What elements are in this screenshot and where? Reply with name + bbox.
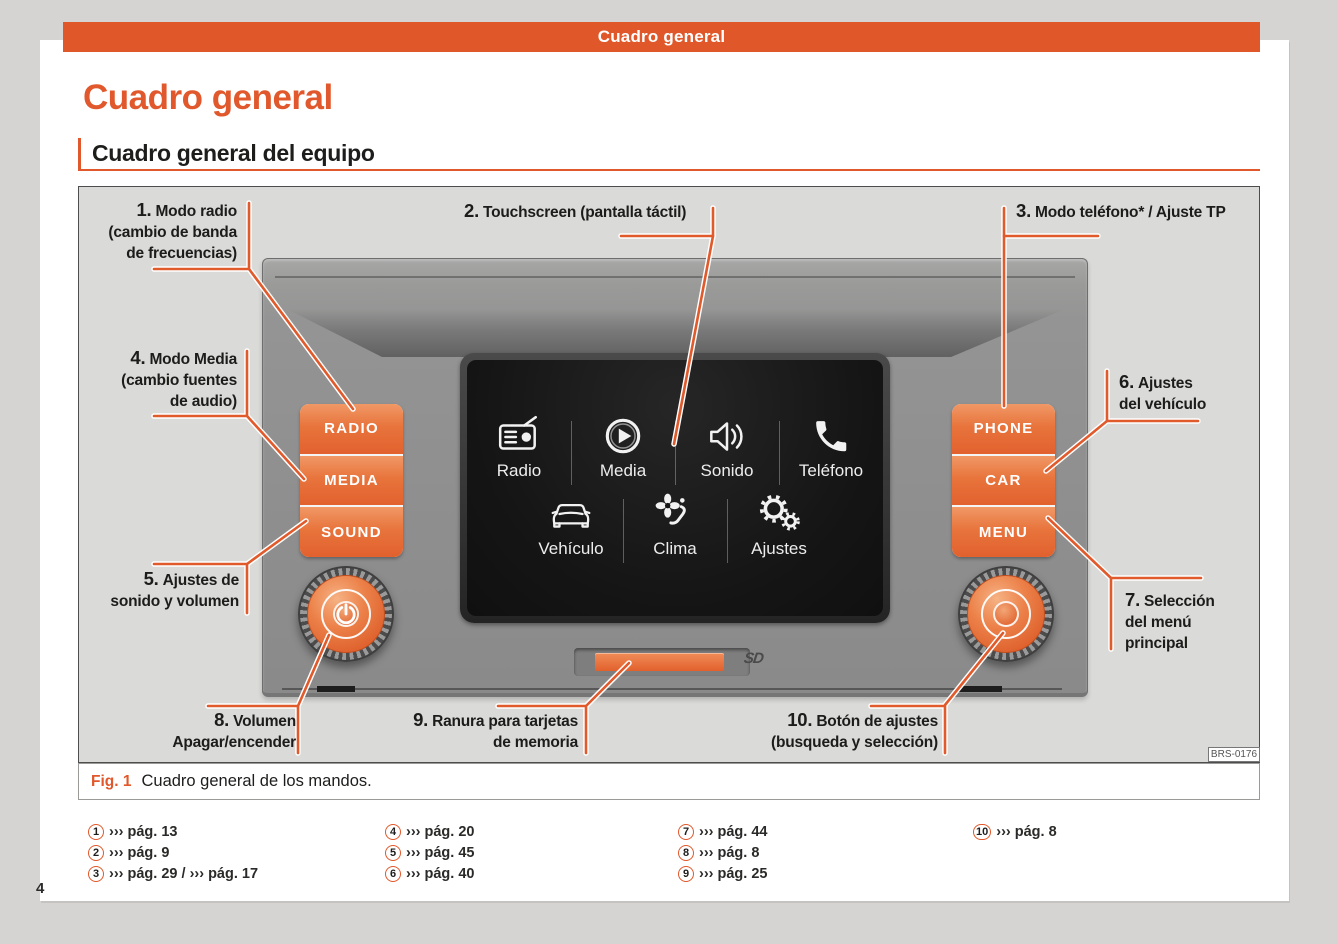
screen-tile-phone: Teléfono xyxy=(780,413,883,485)
callout-3-phone-mode: 3.Modo teléfono* / Ajuste TP xyxy=(1016,200,1226,221)
footnote-column-3: 7 ››› pág. 44 8 ››› pág. 8 9 ››› pág. 25 xyxy=(678,822,767,883)
knob-ring-inner xyxy=(993,601,1019,627)
screen-label: Clima xyxy=(653,539,697,558)
phone-button: PHONE xyxy=(952,404,1055,454)
touchscreen-bezel: Radio Media xyxy=(460,353,890,623)
callout-5-sound-settings: 5.Ajustes de sonido y volumen xyxy=(110,568,239,610)
knob-ring xyxy=(321,589,371,639)
gears-icon xyxy=(759,494,800,531)
screen-label: Media xyxy=(599,461,647,480)
figure-caption-text: Cuadro general de los mandos. xyxy=(141,772,372,790)
car-icon xyxy=(551,503,591,528)
footnote-ref-2: 2 ››› pág. 9 xyxy=(88,843,258,862)
footnote-number-badge: 8 xyxy=(678,844,694,861)
footnote-ref-7: 7 ››› pág. 44 xyxy=(678,822,767,841)
volume-knob-face xyxy=(307,575,385,653)
phone-icon xyxy=(816,421,847,452)
media-button: MEDIA xyxy=(300,455,403,506)
footnote-ref-1: 1 ››› pág. 13 xyxy=(88,822,258,841)
footnote-number-badge: 3 xyxy=(88,865,104,882)
screen-tile-settings: Ajustes xyxy=(728,491,831,563)
sd-logo: SD xyxy=(742,650,765,667)
radio-icon xyxy=(498,415,537,450)
screen-tile-media: Media xyxy=(572,413,675,485)
figure-caption: Fig. 1 Cuadro general de los mandos. xyxy=(78,763,1260,800)
callout-7-main-menu: 7.Selección del menú principal xyxy=(1125,589,1215,652)
callout-10-settings-knob: 10.Botón de ajustes (busqueda y selecció… xyxy=(770,709,938,751)
screen-divider xyxy=(726,499,728,563)
bottom-groove-line xyxy=(282,688,1062,690)
page-title: Cuadro general xyxy=(83,78,333,117)
figure-diagram: Radio Media xyxy=(78,186,1260,763)
screen-label: Vehículo xyxy=(538,539,604,558)
callout-2-touchscreen: 2.Touchscreen (pantalla táctil) xyxy=(464,200,687,221)
callout-1-radio-mode: 1.Modo radio (cambio de banda de frecuen… xyxy=(108,199,237,262)
footnote-column-4: 10 ››› pág. 8 xyxy=(973,822,1057,841)
screen-row-1: Radio Media xyxy=(467,413,883,485)
menu-button: MENU xyxy=(952,507,1055,557)
radio-button: RADIO xyxy=(300,404,403,454)
footnote-column-1: 1 ››› pág. 13 2 ››› pág. 9 3 ››› pág. 29… xyxy=(88,822,258,883)
screen-tile-radio: Radio xyxy=(468,413,571,485)
screen-tile-vehicle: Vehículo xyxy=(520,491,623,563)
footnote-ref-6: 6 ››› pág. 40 xyxy=(385,864,474,883)
sd-card xyxy=(595,653,724,671)
footnote-ref-9: 9 ››› pág. 25 xyxy=(678,864,767,883)
screen-divider xyxy=(674,421,676,485)
running-header-title: Cuadro general xyxy=(597,27,726,46)
touchscreen: Radio Media xyxy=(467,360,883,616)
screen-label: Ajustes xyxy=(751,539,807,558)
screen-label: Sonido xyxy=(700,461,754,480)
callout-4-media-mode: 4.Modo Media (cambio fuentes de audio) xyxy=(121,347,237,410)
footnote-number-badge: 2 xyxy=(88,844,104,861)
footnote-ref-10: 10 ››› pág. 8 xyxy=(973,822,1057,841)
unit-hood-shadow xyxy=(286,309,1066,357)
footnote-number-badge: 9 xyxy=(678,865,694,882)
footnote-ref-4: 4 ››› pág. 20 xyxy=(385,822,474,841)
page-number: 4 xyxy=(36,880,45,897)
right-button-column: PHONE CAR MENU xyxy=(952,404,1055,557)
footnote-number-badge: 5 xyxy=(385,844,401,861)
sound-button: SOUND xyxy=(300,507,403,557)
footnote-number-badge: 6 xyxy=(385,865,401,882)
screen-label: Radio xyxy=(496,461,542,480)
footnote-number-badge: 10 xyxy=(973,823,992,840)
screen-label: Teléfono xyxy=(798,461,864,480)
bottom-tick-right xyxy=(957,686,1002,692)
footnote-number-badge: 4 xyxy=(385,823,401,840)
footnote-ref-8: 8 ››› pág. 8 xyxy=(678,843,767,862)
figure-code-tag: BRS-0176 xyxy=(1208,747,1260,762)
knob-ring xyxy=(981,589,1031,639)
car-button: CAR xyxy=(952,455,1055,506)
screen-divider xyxy=(778,421,780,485)
callout-9-memory-card-slot: 9.Ranura para tarjetas de memoria xyxy=(413,709,578,751)
section-heading: Cuadro general del equipo xyxy=(78,138,1260,171)
unit-top-groove xyxy=(275,276,1075,278)
screen-divider xyxy=(570,421,572,485)
radio-unit-illustration: Radio Media xyxy=(262,258,1088,697)
footnote-number-badge: 7 xyxy=(678,823,694,840)
media-icon xyxy=(605,418,641,454)
volume-knob xyxy=(298,566,394,662)
footnote-ref-5: 5 ››› pág. 45 xyxy=(385,843,474,862)
screen-tile-climate: Clima xyxy=(624,491,727,563)
footnote-column-2: 4 ››› pág. 20 5 ››› pág. 45 6 ››› pág. 4… xyxy=(385,822,474,883)
screen-divider xyxy=(622,499,624,563)
footnote-number-badge: 1 xyxy=(88,823,104,840)
running-header: Cuadro general xyxy=(63,22,1260,52)
screen-tile-sound: Sonido xyxy=(676,413,779,485)
power-icon xyxy=(336,603,356,625)
sound-icon xyxy=(710,422,743,451)
callout-6-vehicle-settings: 6.Ajustes del vehículo xyxy=(1119,371,1207,413)
section-heading-text: Cuadro general del equipo xyxy=(92,140,375,166)
settings-knob xyxy=(958,566,1054,662)
figure-caption-label: Fig. 1 xyxy=(91,772,132,790)
screen-row-2: Vehículo xyxy=(467,491,883,563)
climate-icon xyxy=(655,493,686,525)
settings-knob-face xyxy=(967,575,1045,653)
left-button-column: RADIO MEDIA SOUND xyxy=(300,404,403,557)
callout-8-volume-power: 8.Volumen Apagar/encender xyxy=(172,709,296,751)
bottom-tick-left xyxy=(317,686,355,692)
footnote-ref-3: 3 ››› pág. 29 / ››› pág. 17 xyxy=(88,864,258,883)
